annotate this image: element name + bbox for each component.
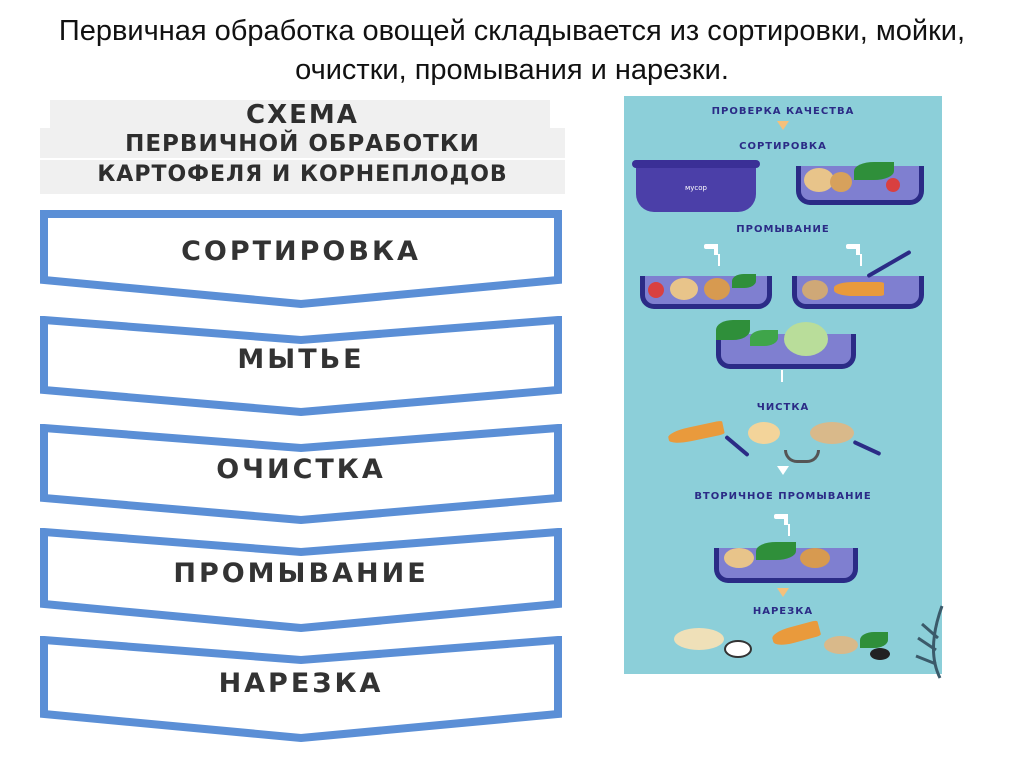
slide-title: Первичная обработка овощей складывается … bbox=[58, 15, 966, 86]
step-chevron-1: СОРТИРОВКА bbox=[40, 210, 562, 308]
chevron-shape-4 bbox=[40, 528, 562, 632]
poster-label-secondary-washing: ВТОРИЧНОЕ ПРОМЫВАНИЕ bbox=[694, 491, 872, 502]
greens-icon bbox=[756, 542, 796, 560]
step-label-1: СОРТИРОВКА bbox=[181, 236, 421, 267]
greens-icon bbox=[860, 632, 888, 648]
greens-icon bbox=[732, 274, 756, 288]
carrot-icon bbox=[770, 620, 822, 648]
chevron-shape-3 bbox=[40, 424, 562, 524]
water-tap-icon bbox=[846, 244, 860, 255]
waste-pot: мусор bbox=[636, 166, 756, 212]
greens-icon bbox=[750, 330, 778, 346]
water-drop-icon bbox=[788, 524, 790, 536]
potato-icon bbox=[724, 548, 754, 568]
step-label-2: МЫТЬЕ bbox=[237, 344, 365, 375]
tomato-icon bbox=[648, 282, 664, 298]
knife-icon bbox=[852, 439, 882, 457]
down-arrow-icon bbox=[777, 121, 789, 130]
sliced-vegetables-icon bbox=[824, 636, 858, 654]
processing-scheme: СХЕМА ПЕРВИЧНОЙ ОБРАБОТКИ КАРТОФЕЛЯ И КО… bbox=[40, 98, 565, 748]
potato-icon bbox=[804, 168, 834, 192]
chevron-shape-5 bbox=[40, 636, 562, 742]
scheme-heading-2: ПЕРВИЧНОЙ ОБРАБОТКИ bbox=[125, 131, 480, 157]
down-arrow-icon bbox=[777, 588, 789, 597]
tomato-icon bbox=[886, 178, 900, 192]
water-drop-icon bbox=[718, 254, 720, 266]
step-chevron-2: МЫТЬЕ bbox=[40, 316, 562, 416]
onion-icon bbox=[748, 422, 780, 444]
decorative-plant-icon bbox=[915, 605, 944, 679]
scheme-heading-3: КАРТОФЕЛЯ И КОРНЕПЛОДОВ bbox=[97, 162, 508, 187]
chevron-shape-1 bbox=[40, 210, 562, 308]
sliced-potato-icon bbox=[674, 628, 724, 650]
water-tap-icon bbox=[704, 244, 718, 255]
carrot-icon bbox=[834, 282, 884, 296]
step-label-3: ОЧИСТКА bbox=[216, 454, 386, 485]
step-label-5: НАРЕЗКА bbox=[218, 668, 384, 699]
sliced-onion-icon bbox=[724, 640, 752, 658]
greens-icon bbox=[854, 162, 894, 180]
potato-icon bbox=[810, 422, 854, 444]
waste-pot-label: мусор bbox=[685, 184, 707, 192]
peel-icon bbox=[784, 450, 820, 463]
poster-label-cutting: НАРЕЗКА bbox=[752, 606, 814, 617]
illustrated-poster: ПРОВЕРКА КАЧЕСТВА СОРТИРОВКА мусор ПРОМЫ… bbox=[624, 96, 942, 674]
chevron-shape-2 bbox=[40, 316, 562, 416]
down-arrow-icon bbox=[777, 466, 789, 475]
pot-lid bbox=[632, 160, 760, 168]
potato-icon bbox=[802, 280, 828, 300]
water-tap-icon bbox=[774, 514, 788, 525]
water-drop-icon bbox=[781, 370, 783, 382]
step-chevron-4: ПРОМЫВАНИЕ bbox=[40, 528, 562, 632]
cabbage-icon bbox=[784, 322, 828, 356]
onion-icon bbox=[830, 172, 852, 192]
step-chevron-3: ОЧИСТКА bbox=[40, 424, 562, 524]
greens-icon bbox=[716, 320, 750, 340]
knife-icon bbox=[724, 434, 750, 458]
cut-pieces-icon bbox=[870, 648, 890, 660]
scheme-heading-1: СХЕМА bbox=[246, 100, 359, 130]
poster-label-sorting: СОРТИРОВКА bbox=[739, 141, 827, 152]
poster-label-washing: ПРОМЫВАНИЕ bbox=[736, 224, 830, 235]
poster-label-peeling: ЧИСТКА bbox=[756, 402, 810, 413]
onion-icon bbox=[704, 278, 730, 300]
water-drop-icon bbox=[860, 254, 862, 266]
poster-label-quality-check: ПРОВЕРКА КАЧЕСТВА bbox=[711, 106, 855, 117]
onion-icon bbox=[800, 548, 830, 568]
step-chevron-5: НАРЕЗКА bbox=[40, 636, 562, 742]
potato-icon bbox=[670, 278, 698, 300]
step-label-4: ПРОМЫВАНИЕ bbox=[173, 558, 429, 589]
carrot-icon bbox=[667, 420, 725, 446]
knife-icon bbox=[866, 249, 912, 279]
